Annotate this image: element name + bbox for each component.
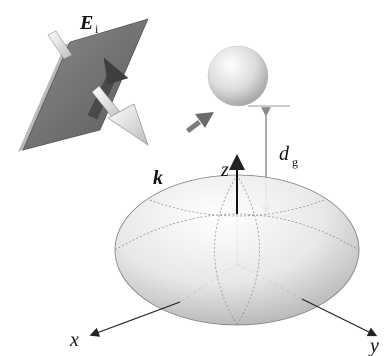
nanosphere — [207, 45, 269, 107]
field-label: E — [79, 12, 93, 34]
axis-z-label: z — [220, 159, 229, 181]
field-subscript: i — [95, 22, 99, 36]
propagation-arrow — [186, 112, 214, 133]
wave-vector-head — [107, 103, 149, 146]
x-axis — [89, 301, 181, 337]
field-vector-head — [103, 57, 129, 85]
plate-edge — [18, 42, 70, 152]
plate-face — [22, 18, 149, 151]
y-axis — [301, 298, 378, 337]
axis-x-label: x — [69, 329, 79, 351]
gap-subscript: g — [292, 155, 298, 169]
field-axis-stub — [47, 30, 73, 60]
gap-label: d — [279, 143, 290, 165]
wave-vector-label: k — [153, 167, 163, 189]
ellipsoid-guides — [114, 174, 360, 326]
axis-y-label: y — [368, 335, 379, 356]
incident-wave-plate — [18, 18, 149, 152]
axes-front — [89, 154, 378, 337]
